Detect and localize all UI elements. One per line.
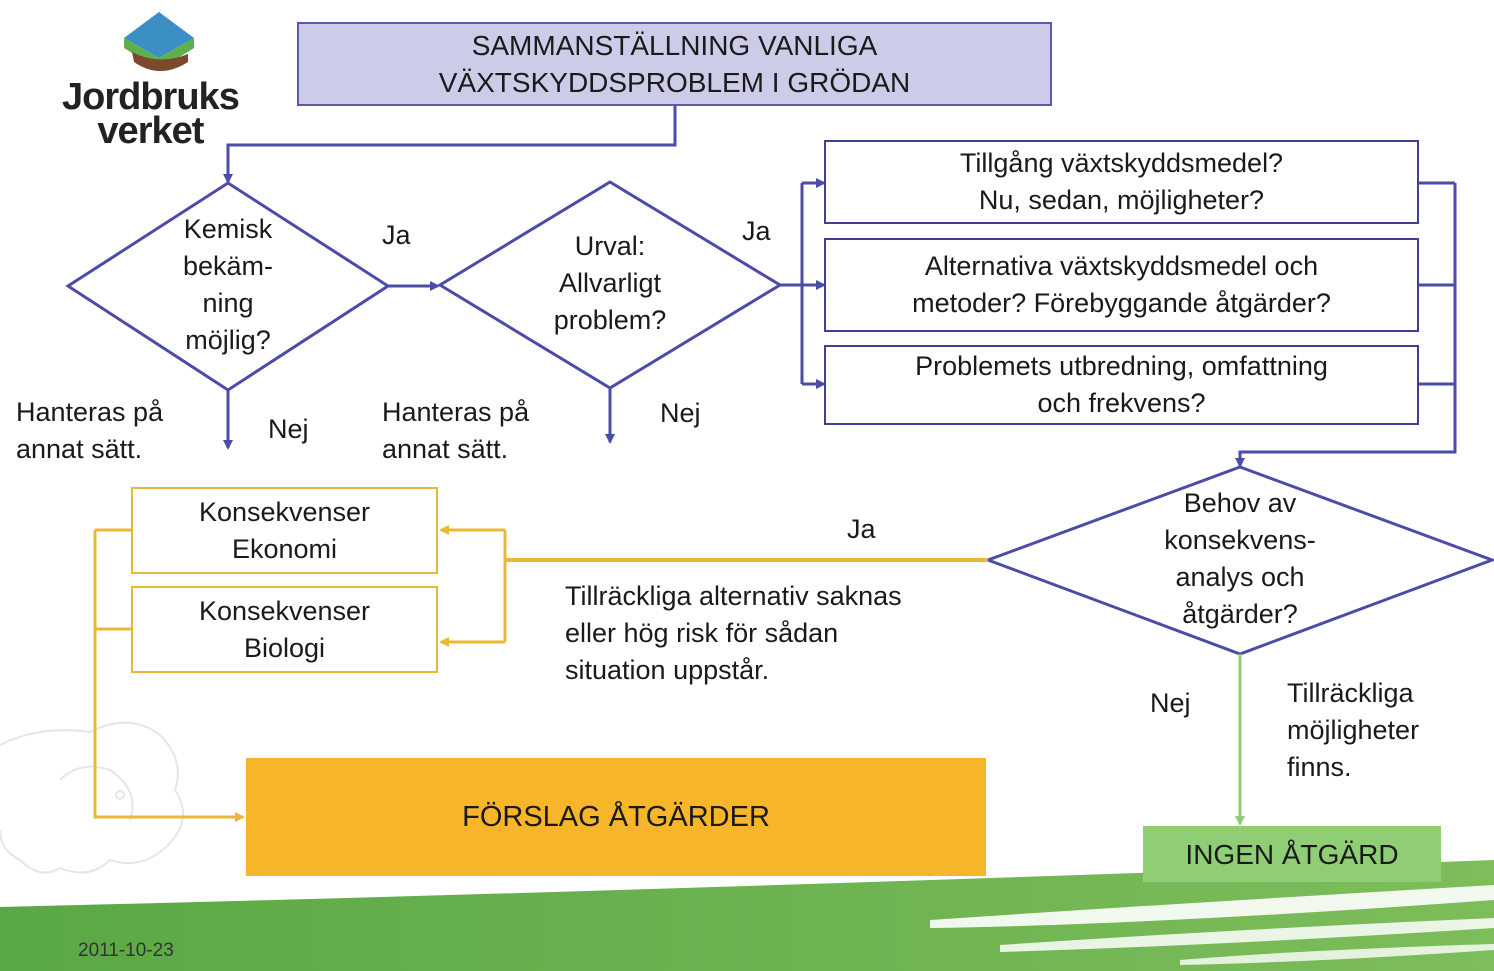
title-text: SAMMANSTÄLLNING VANLIGA VÄXTSKYDDSPROBLE… (439, 27, 910, 101)
check-alternativa-text: Alternativa växtskyddsmedel och metoder?… (912, 248, 1331, 322)
check2-line2: metoder? Förebyggande åtgärder? (912, 288, 1331, 318)
behov-line2: konsekvens- (1164, 525, 1316, 555)
tillrackliga-alternativ-note: Tillräckliga alternativ saknas eller hög… (565, 578, 902, 689)
check3-line2: och frekvens? (1037, 388, 1206, 418)
biologi-line2: Biologi (243, 632, 326, 663)
check-box-utbredning: Problemets utbredning, omfattning och fr… (824, 345, 1419, 425)
decision-kemisk-label: Kemisk bekäm- ning möjlig? (158, 211, 298, 359)
check-utbredning-text: Problemets utbredning, omfattning och fr… (915, 348, 1328, 422)
nej-label-3: Nej (1150, 688, 1191, 718)
behov-line3: analys och (1175, 562, 1305, 592)
konsekvenser-ekonomi-box: Konsekvenser Ekonomi (131, 487, 438, 574)
konsekvenser-biologi-box: Konsekvenser Biologi (131, 586, 438, 673)
forslag-atgarder-text: FÖRSLAG ÅTGÄRDER (462, 800, 770, 833)
kemisk-line1: Kemisk (183, 214, 273, 244)
ekonomi-line2: Ekonomi (231, 533, 338, 564)
cow-watermark (0, 721, 184, 874)
check3-line1: Problemets utbredning, omfattning (915, 351, 1328, 381)
kemisk-line2: bekäm- (182, 251, 274, 281)
to-forslag (93, 530, 245, 822)
check-tillgang-text: Tillgång växtskyddsmedel? Nu, sedan, möj… (960, 145, 1283, 219)
urval-line2: Allvarligt (558, 268, 662, 298)
logo-wordmark: Jordbruks verket (62, 78, 240, 150)
check-box-alternativa: Alternativa växtskyddsmedel och metoder?… (824, 238, 1419, 332)
moj-line3: finns. (1287, 752, 1352, 782)
title-line1: SAMMANSTÄLLNING VANLIGA (471, 30, 878, 61)
jordbruksverket-logo-icon (124, 12, 194, 71)
kemisk-line3: ning (202, 288, 254, 318)
biologi-line1: Konsekvenser (198, 595, 371, 626)
hanteras-label-1: Hanteras på annat sätt. (16, 394, 163, 468)
konsekvenser-ekonomi-text: Konsekvenser Ekonomi (199, 494, 370, 568)
decision-urval (437, 180, 783, 390)
hanteras1-line1: Hanteras på (16, 397, 164, 427)
behov-line4: åtgärder? (1182, 599, 1298, 629)
title-box: SAMMANSTÄLLNING VANLIGA VÄXTSKYDDSPROBLE… (297, 22, 1052, 106)
hanteras1-line2: annat sätt. (16, 434, 143, 464)
title-line2: VÄXTSKYDDSPROBLEM I GRÖDAN (438, 67, 911, 98)
check-box-tillgang: Tillgång växtskyddsmedel? Nu, sedan, möj… (824, 140, 1419, 224)
moj-line2: möjligheter (1287, 715, 1420, 745)
hanteras2-line2: annat sätt. (382, 434, 509, 464)
alt-line1: Tillräckliga alternativ saknas (565, 581, 902, 611)
title-connector (223, 106, 677, 184)
nej-label-2: Nej (660, 398, 701, 428)
konsekvenser-biologi-text: Konsekvenser Biologi (199, 593, 370, 667)
urval-line3: problem? (553, 305, 667, 335)
footer-band (0, 860, 1494, 971)
check1-line1: Tillgång växtskyddsmedel? (959, 148, 1284, 178)
ekonomi-line1: Konsekvenser (198, 496, 371, 527)
forslag-atgarder-box: FÖRSLAG ÅTGÄRDER (246, 758, 986, 876)
ingen-atgard-text: INGEN ÅTGÄRD (1185, 838, 1399, 870)
hanteras-label-2: Hanteras på annat sätt. (382, 394, 529, 468)
nej-label-1: Nej (268, 414, 309, 444)
decision-behov-label: Behov av konsekvens- analys och åtgärder… (1130, 485, 1350, 633)
behov-line1: Behov av (1183, 488, 1297, 518)
check1-line2: Nu, sedan, möjligheter? (978, 185, 1265, 215)
checks-to-behov (1235, 183, 1457, 468)
tillrackliga-mojligheter-note: Tillräckliga möjligheter finns. (1287, 675, 1419, 786)
ingen-atgard-box: INGEN ÅTGÄRD (1143, 826, 1441, 882)
footer-date: 2011-10-23 (78, 940, 174, 961)
moj-line1: Tillräckliga (1287, 678, 1414, 708)
kemisk-line4: möjlig? (185, 325, 271, 355)
hanteras2-line1: Hanteras på (382, 397, 530, 427)
urval-line1: Urval: (574, 231, 646, 261)
alt-line3: situation uppstår. (565, 655, 770, 685)
logo-line1: Jordbruks (62, 76, 240, 118)
ja-label-1: Ja (382, 220, 411, 250)
alt-line2: eller hög risk för sådan (565, 618, 839, 648)
decision-urval-label: Urval: Allvarligt problem? (525, 228, 695, 339)
ja-label-2: Ja (742, 216, 771, 246)
logo-line2: verket (97, 110, 204, 152)
decision-kemisk (65, 181, 391, 392)
ja-label-3: Ja (847, 514, 876, 544)
check2-line1: Alternativa växtskyddsmedel och (924, 251, 1319, 281)
